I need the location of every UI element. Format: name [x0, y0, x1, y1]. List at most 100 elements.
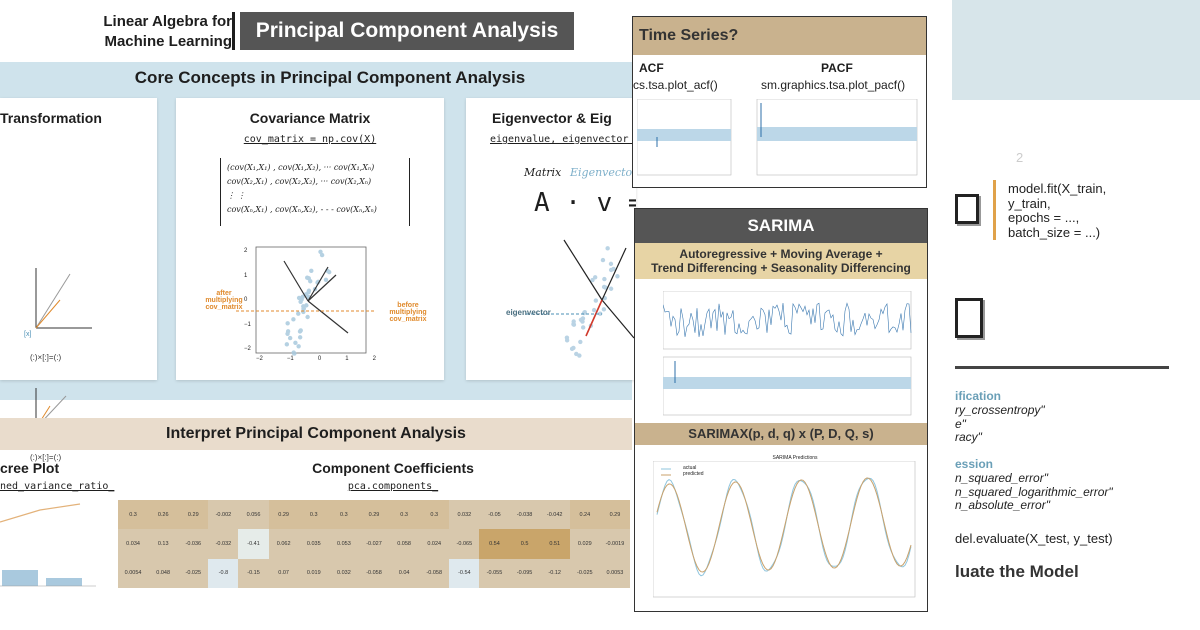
- timeseries-panel: Time Series? ACF cs.tsa.plot_acf() PACF …: [632, 16, 927, 188]
- heatmap-cell: 0.053: [328, 529, 359, 559]
- y-tick: 1: [244, 272, 248, 279]
- x-tick: −1: [286, 356, 294, 362]
- x-tick: 2: [372, 356, 376, 362]
- heatmap-cell: -0.042: [539, 500, 570, 530]
- fit-code-line: batch_size = ...): [1008, 224, 1101, 240]
- section-divider: [955, 366, 1169, 369]
- scatter-point: [296, 295, 302, 301]
- scatter-point: [296, 311, 301, 316]
- heatmap-cell: -0.15: [238, 558, 269, 588]
- heatmap-cell: 0.3: [419, 500, 450, 530]
- evaluate-code: del.evaluate(X_test, y_test): [955, 531, 1113, 546]
- heatmap-cell: 0.54: [479, 529, 510, 559]
- scatter-point: [319, 252, 325, 258]
- scatter-point: [285, 321, 290, 326]
- x-tick: −2: [256, 356, 263, 362]
- heatmap-cell: -0.0019: [599, 529, 630, 559]
- legend-predicted: predicted: [683, 471, 704, 477]
- sarima-subtitle-line2: Trend Differencing + Seasonality Differe…: [651, 261, 911, 275]
- sarima-title: SARIMA: [635, 209, 927, 243]
- step-number: 2: [1016, 150, 1024, 165]
- scree-title: cree Plot: [0, 460, 60, 476]
- scatter-point: [580, 325, 586, 330]
- scatter-point: [611, 266, 616, 272]
- scatter-point: [605, 246, 610, 251]
- heatmap-cell: 0.0053: [599, 558, 630, 588]
- pacf-code: sm.graphics.tsa.plot_pacf(): [761, 78, 906, 92]
- matrix-row-1: (cov(X₁,X₁) , cov(X₁,X₂), ··· cov(X₁,Xₙ): [227, 163, 375, 172]
- covariance-card: Covariance Matrix cov_matrix = np.cov(X)…: [176, 98, 444, 380]
- acf-pacf-plots: [637, 99, 918, 176]
- scatter-point: [601, 307, 607, 312]
- coef-title: Component Coefficients: [312, 460, 474, 476]
- matrix-row-3: ⋮ ⋮: [227, 191, 246, 200]
- heatmap-cell: 0.3: [118, 500, 149, 530]
- scatter-point: [297, 335, 303, 340]
- series-label-line1: Linear Algebra for: [103, 13, 232, 30]
- heatmap-cell: -0.41: [238, 529, 269, 559]
- eigenvector-word: Eigenvector: [570, 166, 636, 179]
- heatmap-cell: -0.12: [539, 558, 570, 588]
- right-header-band: [952, 0, 1200, 100]
- interpret-title: Interpret Principal Component Analysis: [166, 425, 466, 442]
- page-title: Principal Component Analysis: [240, 12, 574, 50]
- scatter-point: [293, 340, 298, 346]
- scatter-point: [608, 286, 614, 291]
- sarima-diagnostics: [663, 291, 912, 416]
- scatter-point: [608, 261, 614, 267]
- heatmap-cell: -0.002: [208, 500, 239, 530]
- eigenvector-plot: [526, 239, 635, 358]
- acf-title: ACF: [639, 61, 664, 75]
- heatmap-cell: 0.058: [389, 529, 420, 559]
- heatmap-cell: 0.29: [178, 500, 209, 530]
- covariance-title: Covariance Matrix: [249, 110, 371, 126]
- loss-item: n_squared_logarithmic_error": [955, 484, 1113, 499]
- scatter-point: [291, 317, 296, 322]
- matrix-word: Matrix: [524, 166, 562, 179]
- heatmap-cell: 0.048: [148, 558, 179, 588]
- heatmap-cell: 0.034: [118, 529, 149, 559]
- scatter-point: [323, 277, 329, 283]
- sarima-pred-title: SARIMA Predictions: [772, 455, 818, 461]
- heatmap-cell: -0.058: [358, 558, 390, 588]
- heatmap-cell: 0.056: [238, 500, 269, 530]
- eigenvector-title: Eigenvector & Eig: [492, 110, 612, 126]
- heatmap-cell: 0.035: [298, 529, 329, 559]
- y-tick: 0: [244, 297, 248, 303]
- evaluate-title: luate the Model: [955, 562, 1079, 581]
- y-ticks: 2 1 0 −1 −2: [244, 248, 251, 352]
- y-tick: −1: [244, 321, 251, 328]
- transformation-card: Transformation [x] (:)×[:]=(:) (:)×[:]=(…: [0, 98, 157, 462]
- heatmap-cell: 0.024: [419, 529, 450, 559]
- scatter-point: [318, 249, 323, 254]
- scatter-point: [287, 335, 293, 341]
- x-tick: 0: [317, 356, 322, 362]
- scatter-point: [615, 274, 620, 279]
- scatter-point: [602, 276, 607, 282]
- heatmap-cell: 0.032: [449, 500, 480, 530]
- svg-text:(:)×[:]=(:): (:)×[:]=(:): [30, 353, 61, 362]
- timeseries-header: Time Series?: [633, 17, 926, 55]
- fit-code-line: y_train,: [1008, 195, 1051, 211]
- coef-code: pca.components_: [347, 481, 439, 492]
- heatmap-cell: 0.3: [328, 500, 359, 530]
- label-after: after multiplying cov_matrix: [205, 290, 243, 311]
- scatter-point: [571, 322, 577, 327]
- transformation-title: Transformation: [0, 110, 102, 126]
- layer-block-2: [955, 298, 983, 338]
- scatter-point: [578, 339, 583, 345]
- loss-item: ry_crossentropy": [955, 403, 1045, 417]
- svg-text:(:)×[:]=(:): (:)×[:]=(:): [30, 453, 61, 462]
- scatter-point: [564, 335, 570, 340]
- scatter-point: [296, 344, 301, 349]
- regression-label: ession: [955, 457, 994, 471]
- heatmap-cell: -0.032: [208, 529, 239, 559]
- scatter-point: [309, 268, 314, 274]
- scatter-point: [592, 275, 598, 280]
- acf-code: cs.tsa.plot_acf(): [633, 78, 718, 92]
- scatter-point: [306, 288, 312, 293]
- fit-code-line: model.fit(X_train,: [1008, 181, 1107, 196]
- scatter-point: [574, 351, 579, 357]
- heatmap-cell: -0.025: [569, 558, 600, 588]
